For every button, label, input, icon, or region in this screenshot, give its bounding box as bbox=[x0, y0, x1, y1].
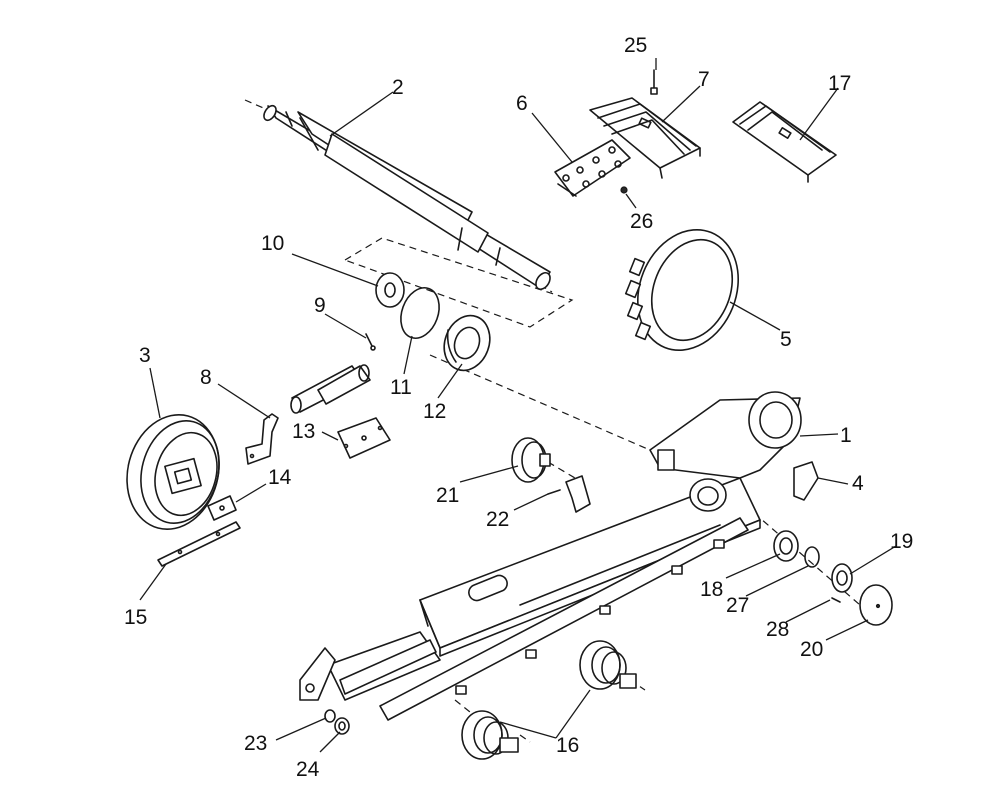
bar-part-15 bbox=[157, 521, 241, 567]
track-roller-part-16-upper bbox=[579, 640, 637, 690]
callout-labels: 1 2 3 4 5 6 7 8 9 10 11 12 13 14 15 16 1… bbox=[124, 34, 913, 781]
callout-4: 4 bbox=[852, 472, 864, 495]
sprocket-ring-part-5 bbox=[624, 228, 740, 352]
washer-part-23 bbox=[324, 709, 336, 723]
callout-15: 15 bbox=[124, 606, 147, 629]
bolt-part-28 bbox=[831, 597, 841, 603]
callout-21: 21 bbox=[436, 484, 459, 507]
callout-5: 5 bbox=[780, 328, 792, 351]
nut-part-26 bbox=[620, 186, 628, 194]
callout-10: 10 bbox=[261, 232, 284, 255]
track-roller-part-16-lower bbox=[461, 710, 519, 760]
ring-part-27 bbox=[804, 546, 820, 568]
chain-link-part-6 bbox=[554, 139, 631, 197]
callout-6: 6 bbox=[516, 92, 528, 115]
callout-28: 28 bbox=[766, 618, 789, 641]
pin-part-9 bbox=[365, 333, 376, 351]
track-shoe-part-7 bbox=[589, 97, 701, 179]
callout-18: 18 bbox=[700, 578, 723, 601]
callout-7: 7 bbox=[698, 68, 710, 91]
callout-17: 17 bbox=[828, 72, 851, 95]
callout-3: 3 bbox=[139, 344, 151, 367]
bracket-part-8 bbox=[245, 413, 279, 465]
callout-23: 23 bbox=[244, 732, 267, 755]
bracket-part-22 bbox=[547, 475, 591, 513]
callout-19: 19 bbox=[890, 530, 913, 553]
callout-8: 8 bbox=[200, 366, 212, 389]
shaft-part-2 bbox=[263, 104, 551, 291]
leader-lines bbox=[139, 58, 897, 753]
callout-11: 11 bbox=[390, 376, 412, 399]
callout-20: 20 bbox=[800, 638, 823, 661]
cover-part-20 bbox=[859, 584, 893, 626]
collar-part-19 bbox=[831, 563, 853, 593]
callout-22: 22 bbox=[486, 508, 509, 531]
callout-25: 25 bbox=[624, 34, 647, 57]
plate-part-13 bbox=[337, 417, 391, 459]
bearing-part-18 bbox=[773, 530, 799, 562]
callout-27: 27 bbox=[726, 594, 749, 617]
callout-2: 2 bbox=[392, 76, 404, 99]
callout-24: 24 bbox=[296, 758, 320, 781]
callout-16: 16 bbox=[556, 734, 579, 757]
idler-wheel-part-3 bbox=[126, 413, 220, 531]
callout-12: 12 bbox=[423, 400, 446, 423]
block-part-14 bbox=[207, 495, 237, 521]
callout-13: 13 bbox=[292, 420, 315, 443]
bracket-part-4 bbox=[793, 461, 819, 501]
washer-part-10 bbox=[375, 272, 405, 308]
callout-9: 9 bbox=[314, 294, 326, 317]
callout-26: 26 bbox=[630, 210, 653, 233]
callout-14: 14 bbox=[268, 466, 292, 489]
roller-part-21 bbox=[511, 437, 551, 483]
small-shaft bbox=[290, 364, 371, 414]
track-shoe-part-17 bbox=[732, 101, 837, 183]
track-frame-part-1 bbox=[299, 391, 802, 721]
callout-1: 1 bbox=[840, 424, 852, 447]
bearing-part-12 bbox=[443, 314, 491, 372]
nut-part-24 bbox=[334, 717, 350, 735]
bolt-part-25 bbox=[650, 69, 658, 95]
